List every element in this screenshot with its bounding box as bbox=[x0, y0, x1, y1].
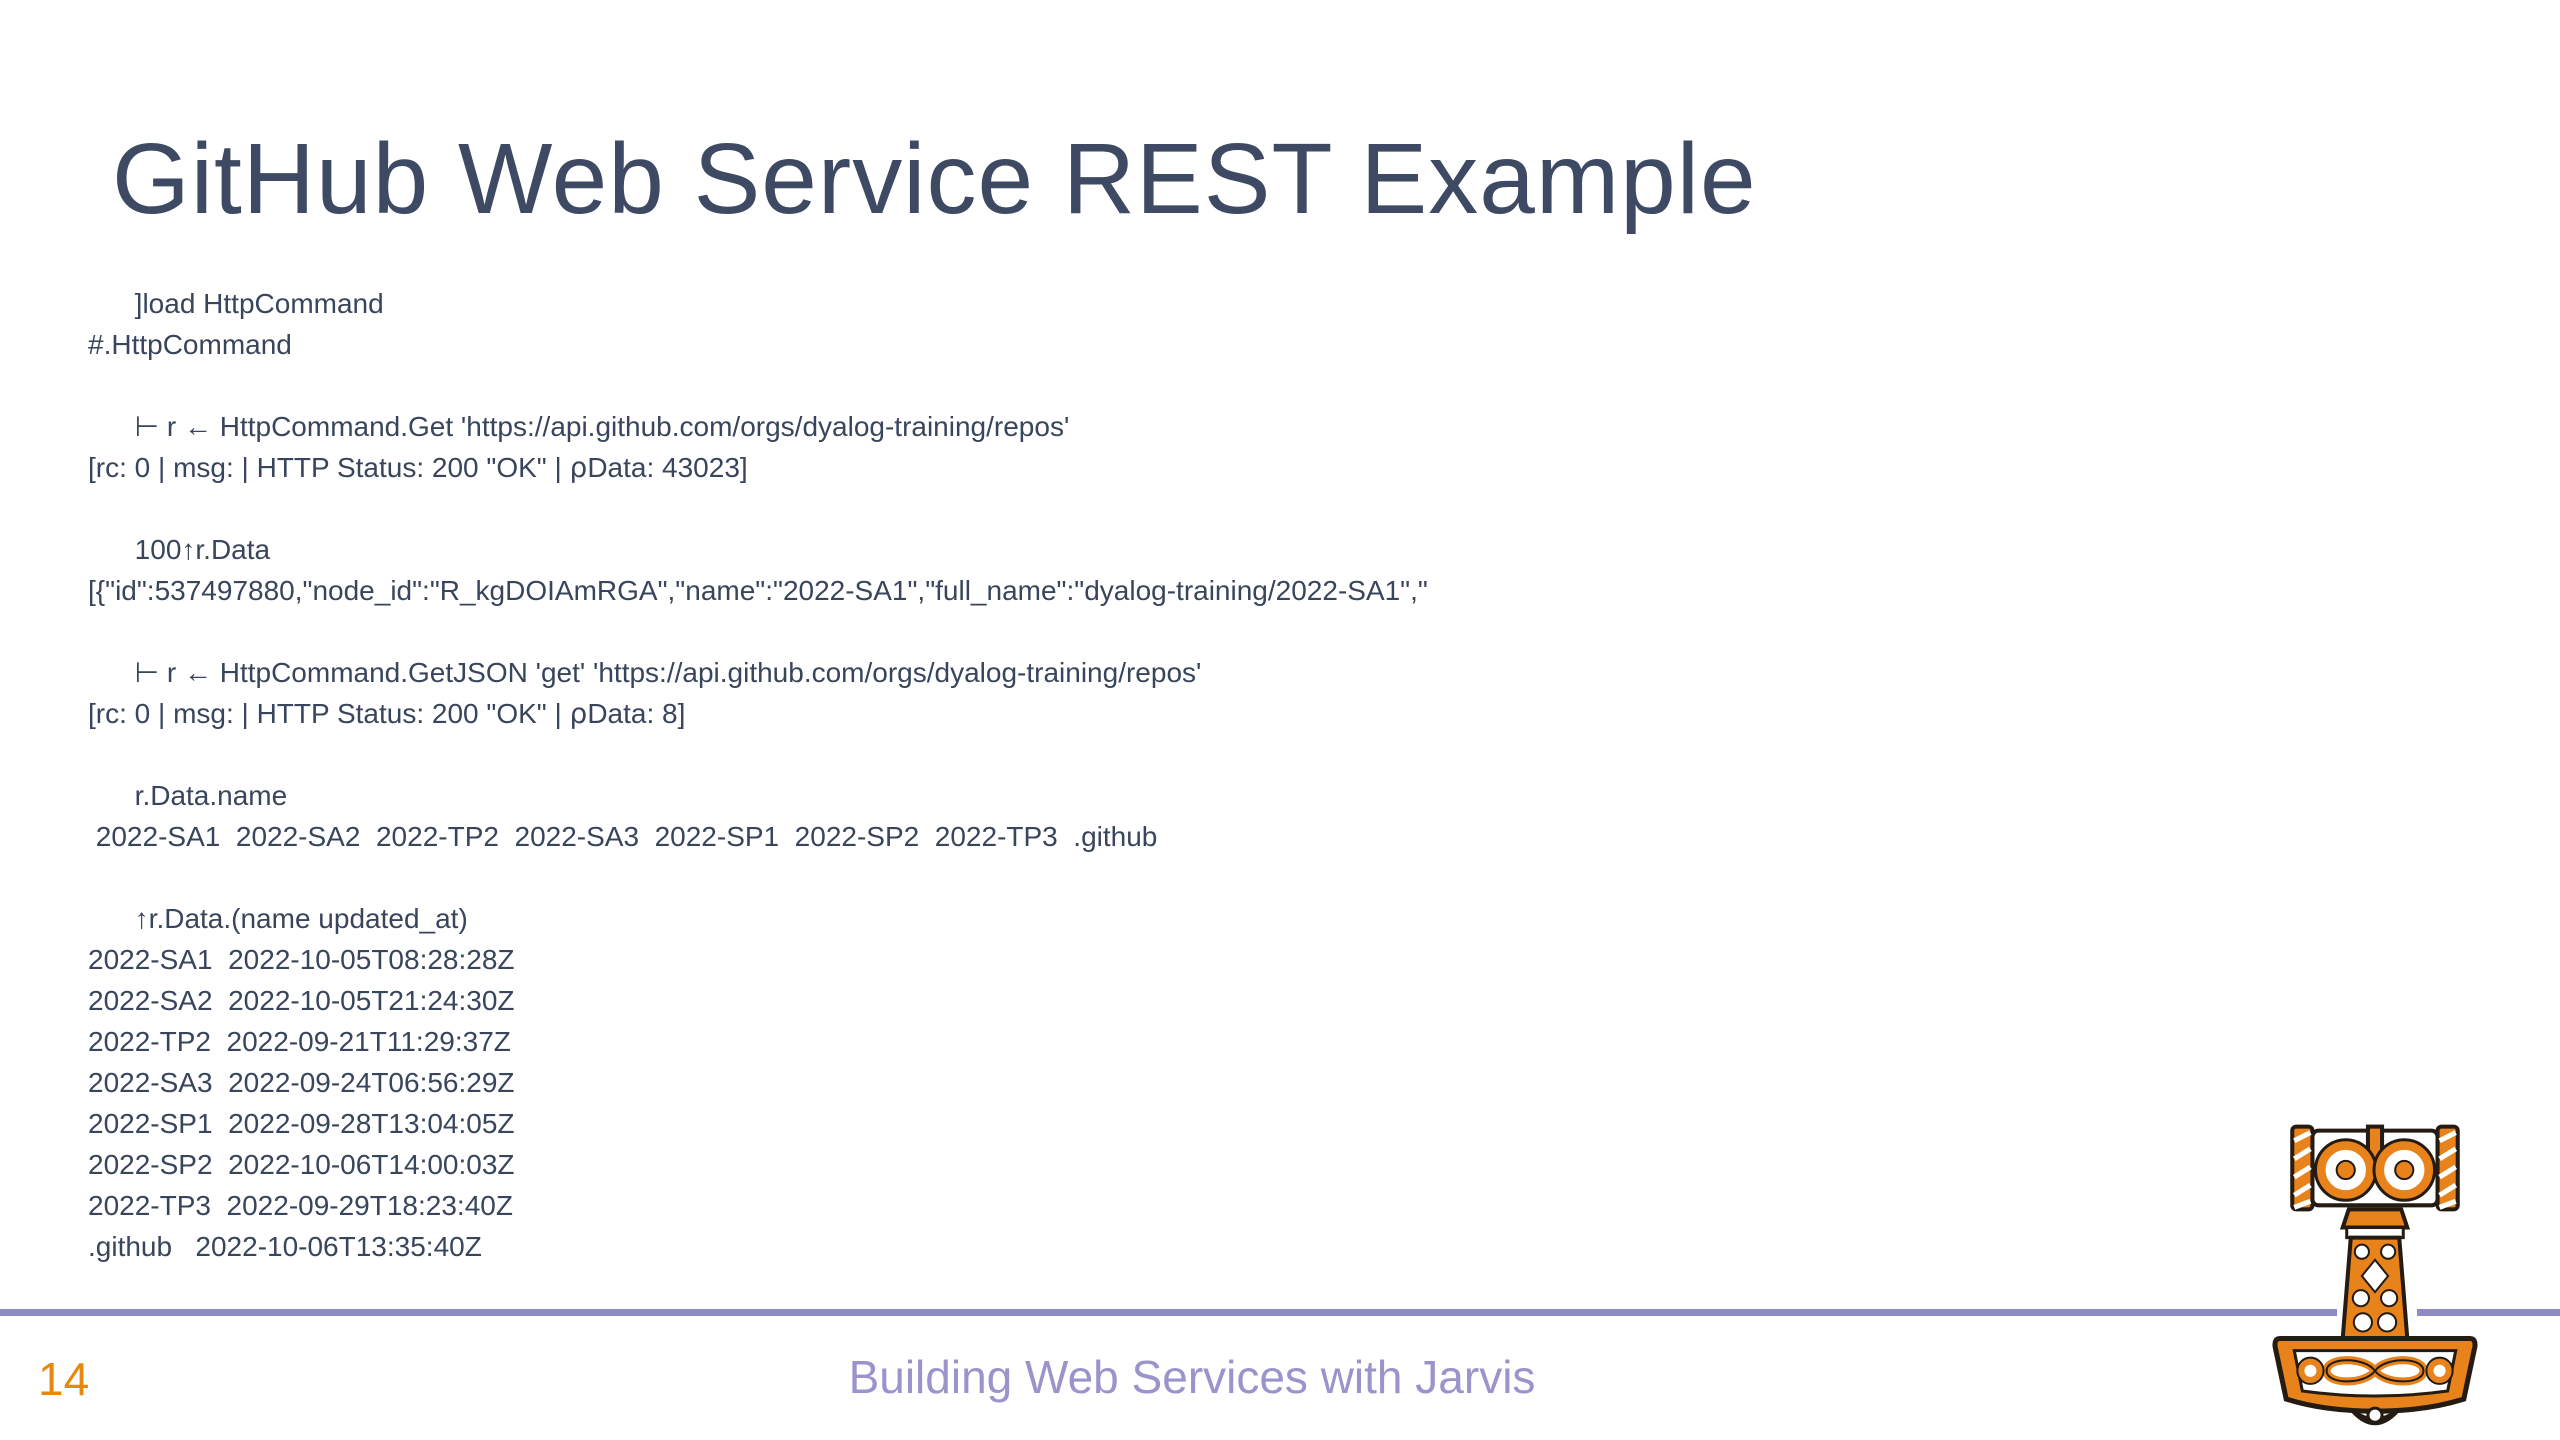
slide-title: GitHub Web Service REST Example bbox=[112, 123, 1757, 235]
footer-rule-left bbox=[0, 1309, 2337, 1316]
apl-session-transcript: ]load HttpCommand #.HttpCommand ⊢ r ← Ht… bbox=[88, 288, 1428, 1262]
footer-rule-right bbox=[2417, 1309, 2560, 1316]
hammer-head bbox=[2272, 1335, 2478, 1426]
page-number: 14 bbox=[38, 1353, 90, 1405]
thor-hammer-icon bbox=[2272, 1124, 2478, 1426]
hammer-shaft bbox=[2339, 1207, 2411, 1341]
footer-title: Building Web Services with Jarvis bbox=[848, 1351, 1536, 1403]
hammer-crossbar bbox=[2290, 1124, 2460, 1212]
